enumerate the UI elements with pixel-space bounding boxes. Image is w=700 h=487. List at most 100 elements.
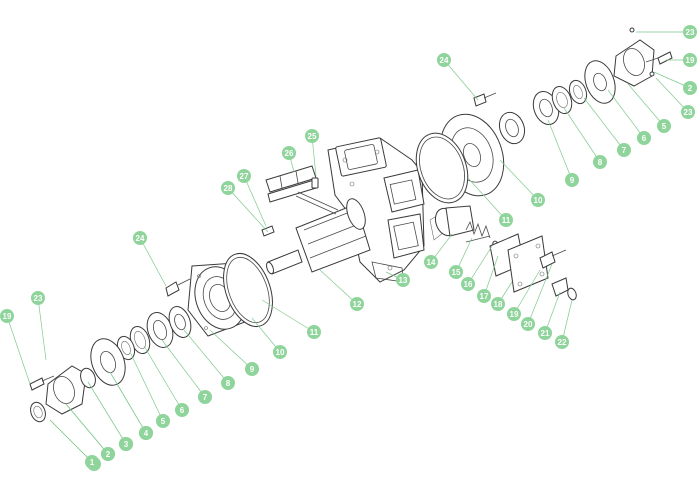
callout-21: 21 bbox=[538, 291, 561, 340]
callout-badge bbox=[555, 335, 569, 349]
callout-3: 3 bbox=[87, 381, 133, 451]
callout-badge bbox=[424, 255, 438, 269]
left-bearing-cover-plate bbox=[90, 338, 126, 386]
callout-badge bbox=[307, 325, 321, 339]
right-grease-nipple bbox=[629, 27, 635, 33]
callout-leader-line bbox=[544, 291, 561, 334]
callout-number: 12 bbox=[353, 300, 362, 309]
callout-badge bbox=[305, 129, 319, 143]
callout-15: 15 bbox=[449, 237, 473, 279]
callout-badge bbox=[437, 53, 451, 67]
callout-leader-line bbox=[37, 297, 47, 361]
callout-number: 2 bbox=[106, 450, 111, 459]
callout-number: 19 bbox=[510, 310, 519, 319]
callout-number: 25 bbox=[308, 132, 317, 141]
right-gasket bbox=[415, 132, 469, 204]
callout-number: 6 bbox=[180, 406, 185, 415]
callout-badge bbox=[350, 297, 364, 311]
callout-9: 9 bbox=[209, 329, 259, 376]
callout-8: 8 bbox=[563, 107, 607, 169]
callout-badge bbox=[637, 131, 651, 145]
callout-badge bbox=[0, 309, 14, 323]
callout-number: 5 bbox=[662, 122, 667, 131]
callout-7: 7 bbox=[161, 339, 212, 404]
callout-leader-line bbox=[319, 269, 358, 305]
callout-badge bbox=[681, 105, 695, 119]
vane-pin bbox=[311, 177, 319, 189]
callout-badge bbox=[237, 169, 251, 183]
right-end-cap bbox=[613, 39, 655, 87]
callout-number: 23 bbox=[686, 28, 695, 37]
callout-badge bbox=[499, 213, 513, 227]
callout-leader-line bbox=[6, 315, 31, 385]
callout-number: 4 bbox=[144, 429, 149, 438]
callout-19: 19 bbox=[507, 269, 541, 321]
callout-badge bbox=[491, 297, 505, 311]
callout-10: 10 bbox=[251, 317, 287, 359]
callout-number: 18 bbox=[494, 300, 503, 309]
callout-23: 23 bbox=[655, 77, 695, 119]
callout-badge bbox=[245, 362, 259, 376]
callout-number: 26 bbox=[285, 149, 294, 158]
callout-11: 11 bbox=[467, 177, 513, 227]
callout-number: 2 bbox=[688, 84, 693, 93]
callout-number: 24 bbox=[136, 234, 145, 243]
callout-1: 1 bbox=[49, 419, 99, 469]
callout-27: 27 bbox=[237, 169, 267, 227]
callout-9: 9 bbox=[547, 119, 579, 187]
left-bolt bbox=[29, 375, 55, 391]
callout-badge bbox=[683, 53, 697, 67]
relief-valve-cap bbox=[507, 235, 549, 293]
right-bolt bbox=[645, 51, 673, 65]
callout-badge bbox=[133, 231, 147, 245]
callout-badge bbox=[565, 173, 579, 187]
callout-badge bbox=[507, 307, 521, 321]
callout-number: 20 bbox=[524, 320, 533, 329]
callout-leader-line bbox=[161, 339, 206, 398]
callout-badge bbox=[175, 403, 189, 417]
callout-number: 14 bbox=[427, 258, 436, 267]
callout-14: 14 bbox=[424, 233, 453, 269]
callout-number: 27 bbox=[240, 172, 249, 181]
callout-28: 28 bbox=[221, 181, 269, 233]
callout-number: 3 bbox=[124, 440, 129, 449]
right-head-bolt bbox=[473, 92, 497, 107]
pump-housing bbox=[327, 137, 445, 283]
callout-6: 6 bbox=[143, 345, 189, 417]
callout-leader-line bbox=[49, 419, 93, 463]
callout-leader-line bbox=[583, 97, 625, 151]
callout-6: 6 bbox=[607, 89, 651, 145]
callout-leader-line bbox=[443, 59, 479, 101]
callout-number: 11 bbox=[502, 216, 511, 225]
callout-17: 17 bbox=[477, 255, 499, 303]
callout-badge bbox=[538, 326, 552, 340]
callout-badge bbox=[101, 447, 115, 461]
callout-19: 19 bbox=[666, 53, 697, 67]
callout-badge bbox=[221, 181, 235, 195]
callout-number: 9 bbox=[250, 365, 255, 374]
callout-badge bbox=[396, 273, 410, 287]
callout-number: 1 bbox=[90, 458, 95, 467]
callout-badge bbox=[156, 414, 170, 428]
callout-leader-line bbox=[627, 83, 665, 127]
callout-number: 17 bbox=[480, 292, 489, 301]
callout-number: 7 bbox=[622, 146, 627, 155]
callout-leader-line bbox=[499, 159, 539, 201]
callout-badge bbox=[139, 426, 153, 440]
callout-number: 19 bbox=[3, 312, 12, 321]
callout-leader-line bbox=[513, 269, 541, 315]
callout-number: 8 bbox=[598, 158, 603, 167]
callout-number: 15 bbox=[452, 268, 461, 277]
relief-valve-body bbox=[434, 205, 475, 237]
callout-24: 24 bbox=[133, 231, 167, 287]
callout-leader-line bbox=[65, 403, 109, 455]
callout-number: 23 bbox=[34, 294, 43, 303]
callout-number: 10 bbox=[276, 348, 285, 357]
callout-badge bbox=[477, 289, 491, 303]
callout-2: 2 bbox=[65, 403, 115, 461]
callout-leader-line bbox=[109, 371, 147, 434]
callout-number: 24 bbox=[440, 56, 449, 65]
callout-24: 24 bbox=[437, 53, 479, 101]
callout-badge bbox=[119, 437, 133, 451]
callout-11: 11 bbox=[261, 299, 321, 339]
